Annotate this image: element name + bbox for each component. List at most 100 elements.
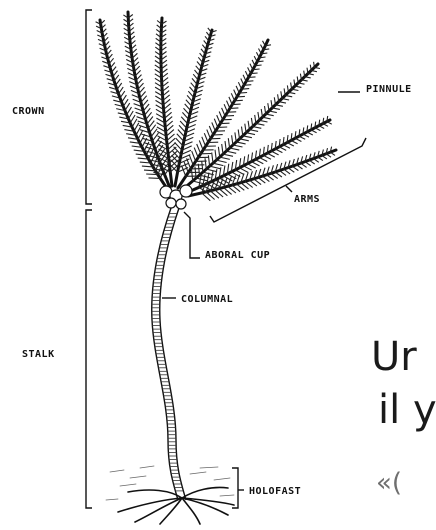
pinnule-stroke (284, 169, 290, 174)
pinnule-stroke (248, 67, 251, 73)
pinnule-stroke (239, 93, 247, 94)
pinnule-stroke (122, 95, 127, 102)
pinnule-stroke (236, 86, 239, 93)
pinnule-stroke (237, 96, 245, 97)
pinnule-stroke (241, 79, 244, 86)
pinnule-stroke (266, 114, 274, 116)
pinnule-stroke (256, 52, 259, 58)
aboral-cup-label: ABORAL CUP (205, 250, 270, 261)
pinnule-stroke (228, 138, 229, 148)
pinnule-stroke (292, 89, 299, 90)
pinnule-stroke (204, 133, 208, 142)
pinnule-stroke (238, 82, 241, 89)
pinnule-stroke (249, 130, 258, 132)
pinnule-stroke (258, 112, 259, 120)
pinnule-stroke (261, 109, 262, 117)
pinnule-stroke (271, 174, 278, 179)
pinnule-stroke (212, 153, 213, 164)
pinnule-stroke (279, 147, 286, 151)
pinnule-stroke (269, 111, 277, 113)
pinnule-stroke (113, 71, 118, 77)
pinnule-stroke (146, 174, 158, 175)
pinnule-stroke (222, 144, 223, 154)
pinnule-stroke (215, 150, 216, 160)
arms-label: ARMS (294, 194, 320, 205)
pinnule-stroke (272, 108, 280, 110)
pinnule-stroke (216, 160, 226, 162)
pinnule-stroke (245, 71, 248, 77)
aboral-cup-shape (160, 185, 192, 209)
pinnule-stroke (202, 137, 206, 147)
pinnule-stroke (230, 108, 239, 109)
pinnule-stroke (251, 118, 252, 127)
pinnule-stroke (116, 79, 121, 85)
pinnule-stroke (292, 166, 298, 170)
pinnule-stroke (213, 163, 223, 165)
pinnule-stroke (125, 103, 130, 111)
pinnule-stroke (255, 160, 263, 164)
pinnule-stroke (271, 151, 278, 155)
pinnule-stroke (253, 69, 260, 70)
pinnule-stroke (244, 85, 251, 86)
pinnule-stroke (209, 126, 213, 135)
pinnule-stroke (323, 124, 328, 127)
pinnule-stroke (271, 100, 272, 108)
pinnule-stroke (192, 169, 193, 181)
pinnule-stroke (280, 171, 287, 176)
pinnule-stroke (199, 140, 203, 150)
pinnule-stroke (182, 166, 186, 177)
crown-bracket (86, 10, 92, 204)
pinnule-stroke (258, 178, 265, 184)
pinnule-stroke (243, 75, 246, 82)
arms-bracket (210, 138, 366, 222)
pinnule-stroke (291, 141, 298, 144)
pinnule-stroke (230, 148, 240, 150)
pinnule-stroke (299, 136, 305, 139)
pinnule-stroke (259, 120, 267, 122)
pinnule-stroke (225, 141, 226, 151)
pinnule-stroke (234, 90, 237, 97)
pinnule-label: PINNULE (366, 84, 412, 95)
pinnule-stroke (231, 93, 234, 101)
pinnule-stroke (235, 132, 236, 142)
pinnule-stroke (149, 178, 161, 179)
pinnule-stroke (202, 161, 203, 172)
pinnule-stroke (189, 155, 193, 165)
pinnule-stroke (251, 162, 259, 166)
pinnule-stroke (246, 81, 253, 82)
pinnule-stroke (149, 149, 154, 159)
pinnule-stroke (127, 107, 132, 115)
pinnule-stroke (251, 73, 258, 74)
pinnule-stroke (123, 99, 128, 106)
pinnule-stroke (247, 164, 255, 168)
pinnule-stroke (311, 130, 317, 133)
pinnule-stroke (205, 158, 206, 169)
pinnule-stroke (214, 119, 218, 128)
pinnule-stroke (263, 155, 271, 159)
pinnule-stroke (132, 119, 137, 127)
pinnule-stroke (250, 64, 253, 70)
pinnule-stroke (248, 77, 255, 78)
pinnule-stroke (208, 155, 209, 166)
stalk-label: STALK (22, 349, 55, 360)
pinnule-stroke (252, 60, 255, 66)
pinnule-stroke (257, 61, 263, 62)
pinnule-stroke (114, 75, 119, 81)
pinnule-stroke (263, 117, 271, 119)
pinnule-stroke (282, 99, 289, 100)
pinnule-stroke (275, 172, 282, 177)
pinnule-stroke (265, 106, 266, 114)
pinnule-stroke (243, 136, 252, 138)
columnal-label: COLUMNAL (181, 294, 233, 305)
pinnule-stroke (128, 111, 133, 119)
pinnule-stroke (130, 115, 135, 123)
pinnule-stroke (242, 127, 243, 136)
pinnule-stroke (194, 148, 198, 158)
pinnule-stroke (198, 164, 199, 175)
pinnule-stroke (239, 168, 248, 173)
pinnule-stroke (295, 138, 301, 141)
pinnule-stroke (222, 108, 226, 116)
pinnule-stroke (120, 91, 125, 98)
pinnule-stroke (223, 154, 233, 156)
